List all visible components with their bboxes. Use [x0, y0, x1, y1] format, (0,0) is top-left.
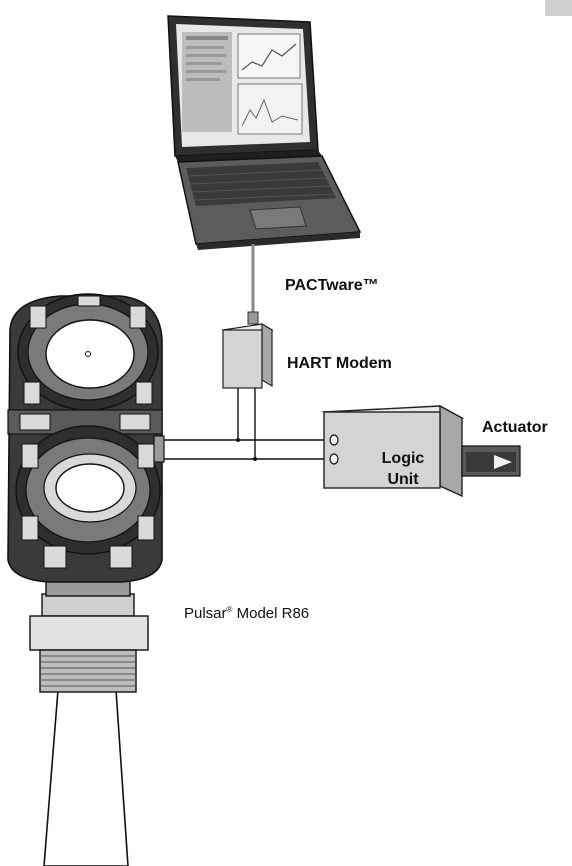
play-arrow-icon: [494, 455, 512, 469]
pactware-label: PACTware™: [285, 277, 379, 294]
logic-unit-label-line1: Logic: [381, 450, 425, 467]
pulsar-model: Model R86: [236, 605, 310, 622]
pulsar-brand: Pulsar: [184, 605, 227, 622]
actuator-icon: [461, 445, 521, 477]
hart-modem-box: [221, 322, 274, 389]
laptop-icon: [167, 15, 362, 250]
pulsar-model-label: Pulsar® Model R86: [184, 605, 309, 622]
pulsar-transmitter-icon: [7, 293, 165, 866]
logic-unit-label: Logic Unit: [362, 448, 444, 490]
corner-tab: [545, 0, 572, 16]
registered-mark: ®: [226, 605, 233, 614]
logic-unit-label-line2: Unit: [387, 471, 419, 488]
logic-unit-box: [321, 404, 465, 498]
hart-modem-label: HART Modem: [287, 355, 392, 372]
actuator-label: Actuator: [482, 419, 548, 436]
